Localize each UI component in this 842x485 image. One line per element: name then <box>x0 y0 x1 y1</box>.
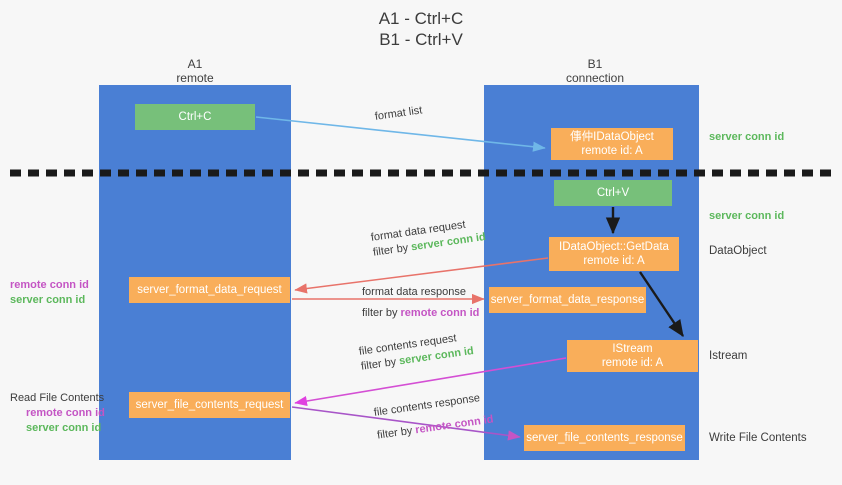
filter-prefix: filter by <box>360 355 401 373</box>
annotation-right-dataobject: DataObject <box>709 245 767 257</box>
annotation-remote-conn-id: remote conn id <box>10 279 89 291</box>
filter-prefix: filter by <box>372 241 413 259</box>
edge-label-format-data-response: format data response filter by remote co… <box>362 285 479 321</box>
box-idataobject-line1: 倳仲IDataObject <box>570 131 654 143</box>
lane-a1-header: A1 remote <box>135 57 255 85</box>
box-istream[interactable]: IStream remote id: A <box>567 340 698 372</box>
annotation-remote-conn-id: remote conn id <box>26 407 105 419</box>
box-ctrl-c[interactable]: Ctrl+C <box>135 104 255 130</box>
title-line-2: B1 - Ctrl+V <box>379 30 463 49</box>
annotation-right-write-file-contents: Write File Contents <box>709 432 807 444</box>
box-ctrl-c-label: Ctrl+C <box>178 111 212 123</box>
filter-prefix: filter by <box>376 424 417 442</box>
annotation-server-conn-id: server conn id <box>26 422 102 434</box>
box-idataobject-line2: remote id: A <box>581 145 643 157</box>
annotation-right-server-conn-id-top: server conn id <box>709 131 785 143</box>
edge-label-format-data-response-line1: format data response <box>362 286 466 298</box>
box-server-format-data-request[interactable]: server_format_data_request <box>129 277 290 303</box>
box-format-data-request-label: server_format_data_request <box>137 284 282 296</box>
box-getdata-line1: IDataObject::GetData <box>559 241 669 253</box>
title-line-1: A1 - Ctrl+C <box>378 9 464 28</box>
box-idataobject[interactable]: 倳仲IDataObject remote id: A <box>551 128 673 160</box>
box-istream-line1: IStream <box>612 343 653 355</box>
box-ctrl-v-label: Ctrl+V <box>596 187 630 199</box>
page-title: A1 - Ctrl+C B1 - Ctrl+V <box>0 8 842 50</box>
filter-value-remote-conn-id: remote conn id <box>400 307 480 319</box>
edge-label-format-data-response-filter: filter by remote conn id <box>362 306 479 321</box>
lane-b1-header: B1 connection <box>530 57 660 85</box>
annotation-right-server-conn-id-mid: server conn id <box>709 210 785 222</box>
filter-prefix: filter by <box>362 307 401 319</box>
box-ctrl-v[interactable]: Ctrl+V <box>554 180 672 206</box>
annotation-left-conn-ids: remote conn id server conn id <box>10 278 89 308</box>
box-getdata-line2: remote id: A <box>583 255 645 267</box>
box-istream-line2: remote id: A <box>601 357 664 369</box>
lane-a1-subtitle: remote <box>176 71 214 85</box>
annotation-right-istream: Istream <box>709 350 748 362</box>
box-file-contents-request-label: server_file_contents_request <box>135 399 284 411</box>
annotation-read-file-contents: Read File Contents remote conn id server… <box>10 391 105 436</box>
box-server-format-data-response[interactable]: server_format_data_response <box>489 287 646 313</box>
lane-a1-title: A1 <box>187 57 203 71</box>
box-idataobject-getdata[interactable]: IDataObject::GetData remote id: A <box>549 237 679 271</box>
annotation-server-conn-id: server conn id <box>10 294 86 306</box>
box-server-file-contents-request[interactable]: server_file_contents_request <box>129 392 290 418</box>
box-server-file-contents-response[interactable]: server_file_contents_response <box>524 425 685 451</box>
lane-b1-subtitle: connection <box>565 71 625 85</box>
box-format-data-response-label: server_format_data_response <box>490 294 645 306</box>
annotation-read-file-contents-heading: Read File Contents <box>10 392 105 404</box>
box-file-contents-response-label: server_file_contents_response <box>526 432 683 444</box>
lane-b1-title: B1 <box>587 57 603 71</box>
